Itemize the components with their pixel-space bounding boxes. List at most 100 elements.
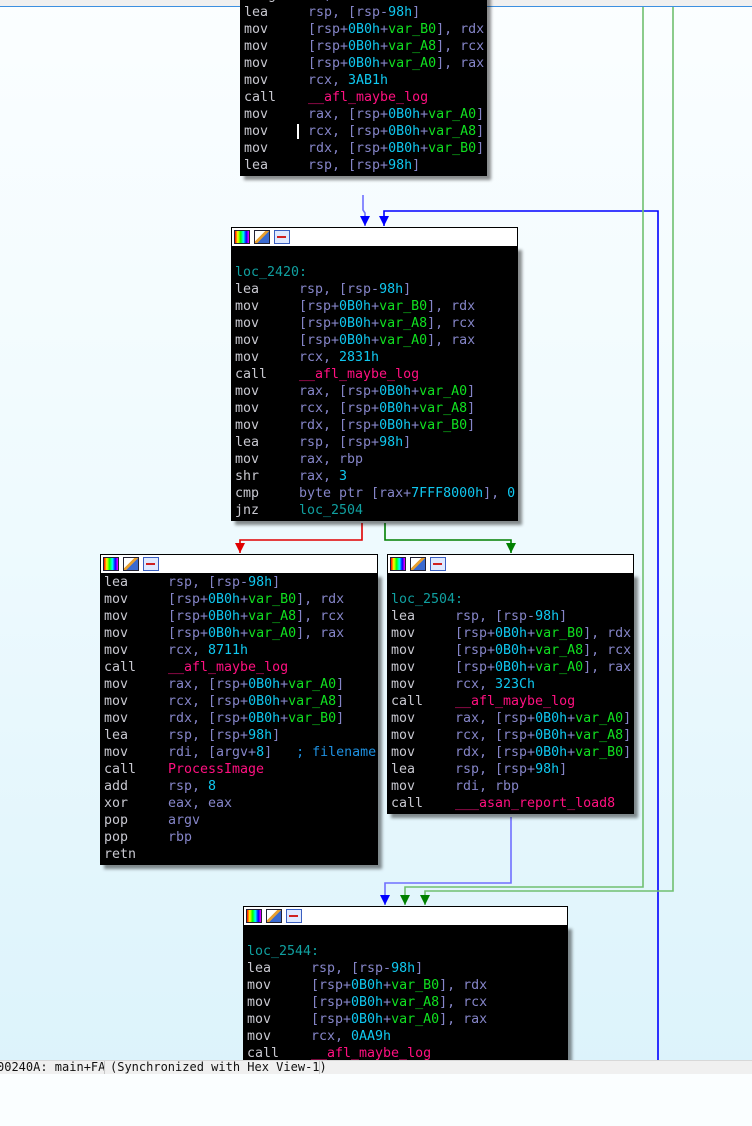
instruction-line[interactable]: mov[rsp+0B0h+var_B0], rdx [235, 298, 518, 315]
edit-pencil-icon[interactable] [266, 909, 282, 923]
color-palette-icon[interactable] [103, 557, 119, 571]
stack-variable[interactable]: var_A0 [388, 56, 437, 71]
stack-variable[interactable]: var_A8 [535, 643, 584, 658]
call-target[interactable]: ___asan_report_load8 [455, 796, 616, 811]
instruction-line[interactable]: call__afl_maybe_log [391, 693, 634, 710]
instruction-line[interactable]: mov[rsp+0B0h+var_A0], rax [104, 625, 378, 642]
stack-variable[interactable]: var_B0 [391, 978, 440, 993]
stack-variable[interactable]: var_B0 [428, 141, 477, 156]
call-target[interactable]: __afl_maybe_log [168, 660, 289, 675]
edge-false-to-process-image[interactable] [239, 523, 363, 553]
stack-variable[interactable]: var_A0 [288, 677, 337, 692]
code-block-top[interactable]: xchgax, axlearsp, [rsp-98h]mov[rsp+0B0h+… [240, 0, 487, 176]
edge-true-to-loc-2504[interactable] [384, 523, 512, 553]
block-label[interactable]: loc_2544: [247, 944, 320, 959]
stack-variable[interactable]: var_A8 [428, 124, 477, 139]
stack-variable[interactable]: var_A8 [248, 609, 297, 624]
stack-variable[interactable]: var_B0 [379, 299, 428, 314]
graph-overview-icon[interactable] [143, 557, 159, 571]
instruction-line[interactable]: mov[rsp+0B0h+var_B0], rdx [247, 977, 568, 994]
stack-variable[interactable]: var_A8 [391, 995, 440, 1010]
stack-variable[interactable]: var_A0 [248, 626, 297, 641]
stack-variable[interactable]: var_A0 [428, 107, 477, 122]
edit-pencil-icon[interactable] [254, 230, 270, 244]
instruction-line[interactable]: call__afl_maybe_log [247, 1045, 568, 1062]
instruction-line[interactable]: xchgax, ax [244, 0, 487, 4]
instruction-line[interactable]: mov[rsp+0B0h+var_B0], rdx [104, 591, 378, 608]
stack-variable[interactable]: var_A8 [379, 316, 428, 331]
instruction-line[interactable]: call__afl_maybe_log [104, 659, 378, 676]
stack-variable[interactable]: var_B0 [288, 711, 337, 726]
call-target[interactable]: __afl_maybe_log [311, 1046, 432, 1061]
stack-variable[interactable]: var_B0 [575, 745, 624, 760]
edit-pencil-icon[interactable] [410, 557, 426, 571]
instruction-line[interactable]: mov[rsp+0B0h+var_A0], rax [247, 1011, 568, 1028]
edge-loc-2504-to-loc-2544[interactable] [384, 817, 512, 905]
call-target[interactable]: __afl_maybe_log [299, 367, 420, 382]
stack-variable[interactable]: var_A8 [388, 39, 437, 54]
call-target[interactable]: ProcessImage [168, 762, 265, 777]
instruction-line[interactable]: mov[rsp+0B0h+var_A8], rcx [104, 608, 378, 625]
stack-variable[interactable]: var_A0 [391, 1012, 440, 1027]
color-palette-icon[interactable] [234, 230, 250, 244]
stack-variable[interactable]: var_A0 [419, 384, 468, 399]
jump-target[interactable]: loc_2504 [299, 503, 364, 518]
instruction-line[interactable]: mov[rsp+0B0h+var_B0], rdx [244, 21, 487, 38]
color-palette-icon[interactable] [246, 909, 262, 923]
graph-overview-icon[interactable] [430, 557, 446, 571]
call-target[interactable]: __afl_maybe_log [308, 90, 429, 105]
instruction-line[interactable]: mov[rsp+0B0h+var_A0], rax [391, 659, 634, 676]
stack-variable[interactable]: var_A0 [535, 660, 584, 675]
instruction-line[interactable]: mov[rsp+0B0h+var_A8], rcx [247, 994, 568, 1011]
color-palette-icon[interactable] [390, 557, 406, 571]
stack-variable[interactable]: var_A0 [379, 333, 428, 348]
instruction-line[interactable]: call___asan_report_load8 [391, 795, 634, 812]
stack-variable[interactable]: var_A0 [575, 711, 624, 726]
instruction-line[interactable]: mov[rsp+0B0h+var_A0], rax [244, 55, 487, 72]
instruction-line[interactable]: mov[rsp+0B0h+var_A8], rcx [391, 642, 634, 659]
block-label[interactable]: loc_2420: [235, 265, 308, 280]
instruction-line[interactable]: mov[rsp+0B0h+var_A8], rcx [244, 38, 487, 55]
instruction-line[interactable]: mov[rsp+0B0h+var_A0], rax [235, 332, 518, 349]
call-target[interactable]: __afl_maybe_log [455, 694, 576, 709]
instruction-line[interactable]: call__afl_maybe_log [244, 89, 487, 106]
instruction-line[interactable]: mov[rsp+0B0h+var_B0], rdx [391, 625, 634, 642]
graph-overview-icon[interactable] [274, 230, 290, 244]
stack-variable[interactable]: var_B0 [248, 592, 297, 607]
